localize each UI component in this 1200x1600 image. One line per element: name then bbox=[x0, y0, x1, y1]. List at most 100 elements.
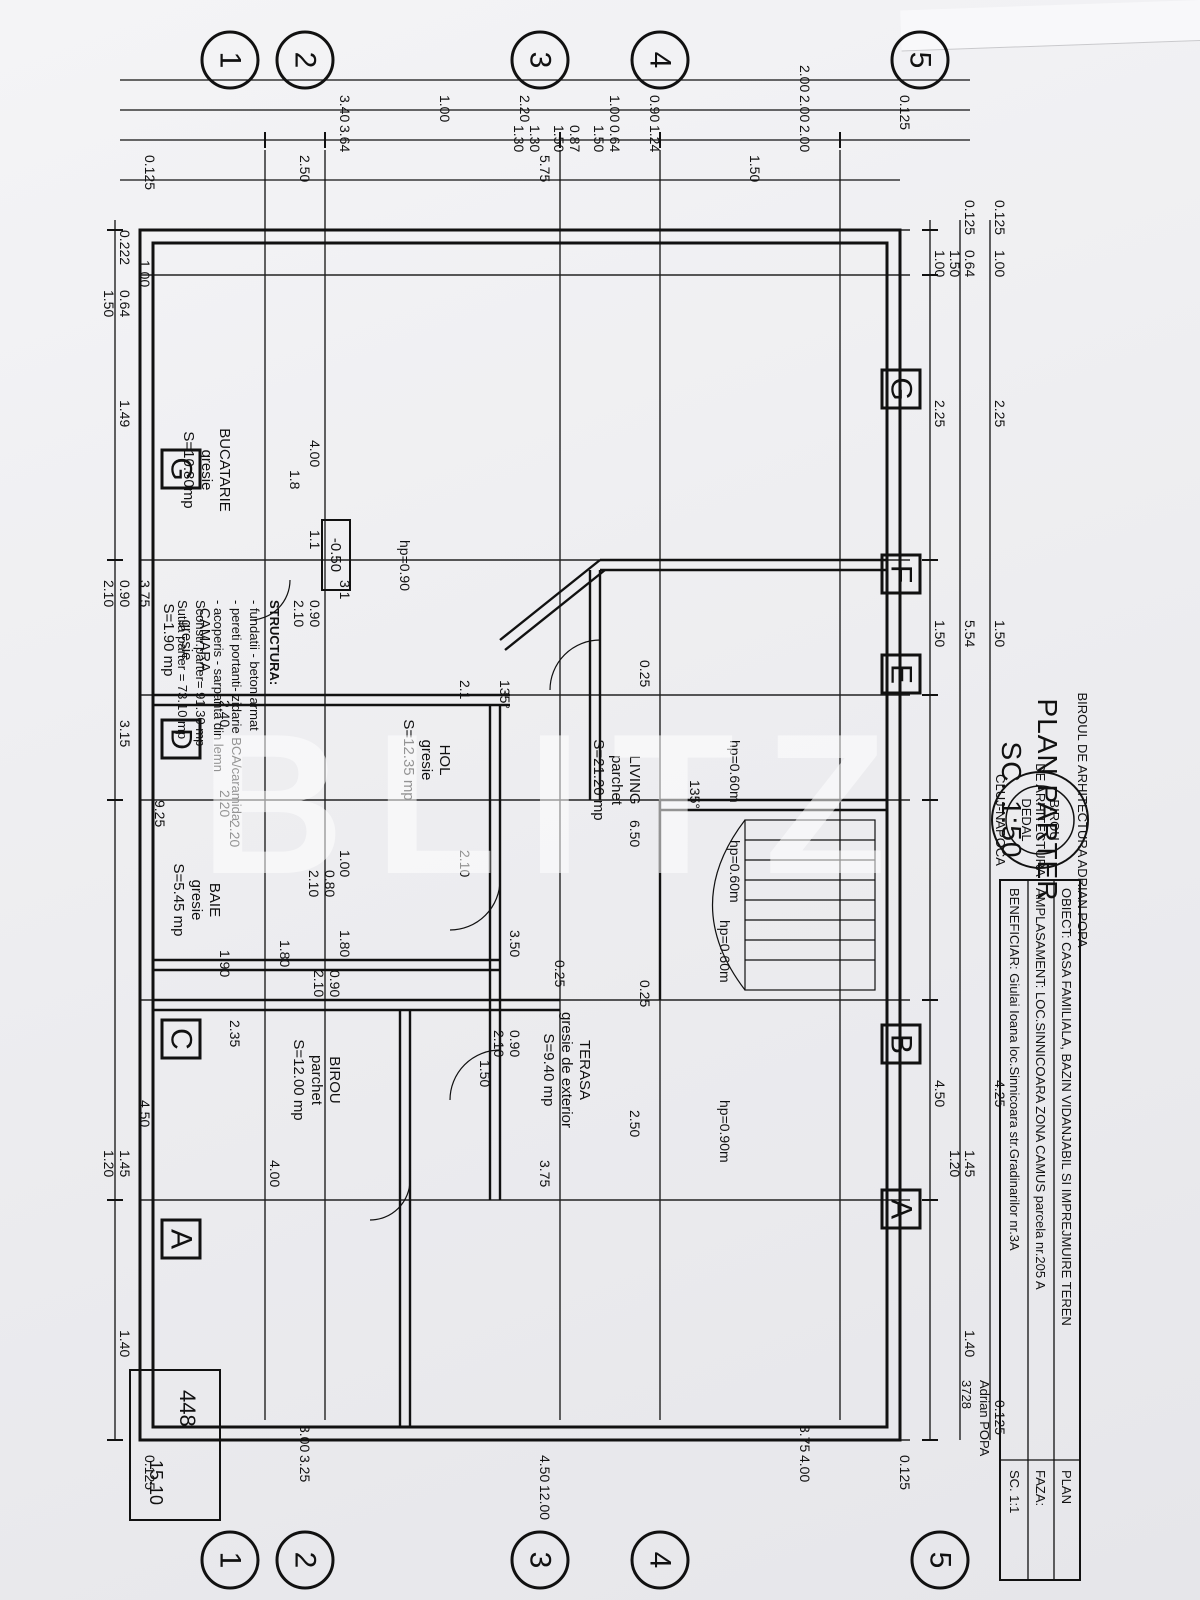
dim-left-10: 0.87 bbox=[567, 125, 583, 152]
dim-inner-29: 135° bbox=[497, 680, 513, 709]
axis-bubble-1-left: 1 bbox=[214, 52, 247, 69]
dim-inner-17: 2.35 bbox=[227, 1020, 243, 1047]
dim-inner-32: hp=0.60m bbox=[727, 740, 743, 803]
dim-top-2: 1.50 bbox=[932, 620, 948, 647]
dim-inner-5: 2.40 bbox=[217, 700, 233, 727]
dim-inner-22: 1.50 bbox=[477, 1060, 493, 1087]
dim-left-17: 3.40 bbox=[337, 95, 353, 122]
room-birou-name: BIROU bbox=[326, 1056, 343, 1104]
stairs bbox=[712, 819, 876, 991]
interior-walls bbox=[153, 558, 887, 1427]
dim-inner-15: 1.80 bbox=[277, 940, 293, 967]
room-birou-area: S=12.00 mp bbox=[290, 1039, 307, 1120]
dim-right-2: 3.75 bbox=[797, 1425, 813, 1452]
title-block: OBIECT: CASA FAMILIALA, BAZIN VIDANJABIL… bbox=[959, 879, 1081, 1581]
structure-item-3: Sconstr.parter= 91.30 mp bbox=[193, 600, 208, 746]
dim-inner-21: 2.10 bbox=[491, 1030, 507, 1057]
titleblock-faza: FAZA: bbox=[1033, 1470, 1048, 1506]
titleblock-plan: PLAN bbox=[1059, 1470, 1074, 1504]
dim-left-7: 1.00 bbox=[607, 95, 623, 122]
stamp-ring-text: BIROUL DE ARHITECTURA ADRIAN POPA bbox=[1075, 693, 1090, 948]
architect-stamp: BIROUL DE ARHITECTURA ADRIAN POPA BIROU … bbox=[991, 693, 1090, 948]
room-baie-name: BAIE bbox=[206, 883, 223, 917]
dim-inner-35: hp=0.90m bbox=[717, 1100, 733, 1163]
dimension-labels-top: 1.00 2.25 1.50 4.50 0.125 0.64 1.50 5.54… bbox=[932, 200, 1008, 1435]
axis-letter-g-bottom: G bbox=[885, 377, 918, 400]
room-labels: BUCATARIE gresie S=10.80mp CAMARA gresie… bbox=[160, 428, 643, 1128]
dim-top-5: 0.64 bbox=[962, 250, 978, 277]
dim-top-7: 5.54 bbox=[962, 620, 978, 647]
axis-bubble-1-right: 1 bbox=[214, 1552, 247, 1569]
dim-left-13: 1.30 bbox=[527, 125, 543, 152]
room-living-floor: parchet bbox=[608, 755, 625, 806]
dim-inner-0: 4.00 bbox=[307, 440, 323, 467]
dim-right-4: 4.50 bbox=[537, 1455, 553, 1482]
dim-inner-34: hp=0.60m bbox=[717, 920, 733, 983]
dim-inner-24: 2.50 bbox=[627, 1110, 643, 1137]
axis-bubble-2-left: 2 bbox=[289, 52, 322, 69]
level-marker: -0.50 bbox=[327, 538, 344, 572]
approval-stamp: 448 15.10 bbox=[129, 1369, 221, 1521]
room-terasa-name: TERASA bbox=[576, 1040, 593, 1100]
dim-right-6: 3.00 bbox=[297, 1425, 313, 1452]
room-baie-floor: gresie bbox=[188, 880, 205, 921]
titleblock-sc: SC. 1:1 bbox=[1007, 1470, 1022, 1513]
dim-inner-8: 1.00 bbox=[337, 850, 353, 877]
stamp-center-2: DEDAL bbox=[1019, 798, 1034, 841]
dim-right-1: 4.00 bbox=[797, 1455, 813, 1482]
axis-letter-e-bottom: E bbox=[885, 664, 918, 684]
dim-bottom-6: 3.15 bbox=[117, 720, 133, 747]
stamp-center-0: BIROU bbox=[1047, 799, 1062, 840]
dim-top-11: 0.125 bbox=[992, 200, 1008, 235]
structure-item-1: - pereti portanti- zidarie BCA/caramida bbox=[229, 600, 244, 822]
dim-top-1: 2.25 bbox=[932, 400, 948, 427]
dim-bottom-13: 9.25 bbox=[152, 800, 168, 827]
room-bucatarie-floor: gresie bbox=[198, 450, 215, 491]
dimension-ticks bbox=[107, 132, 938, 1441]
dim-inner-3: 0.90 bbox=[307, 600, 323, 627]
dim-bottom-8: 1.20 bbox=[101, 1150, 117, 1177]
axis-lines bbox=[140, 150, 910, 1441]
axis-letter-b-bottom: B bbox=[885, 1034, 918, 1054]
dim-top-0: 1.00 bbox=[932, 250, 948, 277]
dimension-labels-inner: 4.00 1.8 1.1 0.90 2.10 2.40 2.20 2.20 1.… bbox=[217, 440, 743, 1187]
dim-inner-16: 1.90 bbox=[217, 950, 233, 977]
dim-top-14: 1.50 bbox=[992, 620, 1008, 647]
axis-bubble-3-left: 3 bbox=[524, 52, 557, 69]
exterior-walls bbox=[138, 228, 902, 1442]
dim-left-15: 2.20 bbox=[517, 95, 533, 122]
dim-left-20: 0.125 bbox=[142, 155, 158, 190]
room-birou-floor: parchet bbox=[308, 1055, 325, 1106]
axis-bubble-3-right: 3 bbox=[524, 1552, 557, 1569]
dim-inner-6: 2.20 bbox=[217, 790, 233, 817]
axis-letter-c-top: C bbox=[165, 1028, 198, 1050]
titleblock-obiect: OBIECT: CASA FAMILIALA, BAZIN VIDANJABIL… bbox=[1059, 888, 1074, 1326]
dim-top-10: 1.40 bbox=[962, 1330, 978, 1357]
structure-item-4: Sutila parter = 73.10 mp bbox=[175, 600, 190, 739]
dim-left-14: 1.30 bbox=[511, 125, 527, 152]
dim-left-16: 1.00 bbox=[437, 95, 453, 122]
dimension-labels-left: 0.125 2.00 2.00 1.50 2.00 1.24 0.90 1.00… bbox=[142, 65, 913, 190]
dim-inner-12: 1.80 bbox=[337, 930, 353, 957]
dim-left-6: 0.90 bbox=[647, 95, 663, 122]
floor-plan-drawing: PLAN PARTER SC. 1:50 bbox=[101, 30, 1090, 1590]
stamp-center-1: DE ARHITECTURA bbox=[1033, 763, 1048, 877]
axis-bubble-2-right: 2 bbox=[289, 1552, 322, 1569]
dim-inner-19: 3.50 bbox=[507, 930, 523, 957]
axis-letter-a-top: A bbox=[165, 1229, 198, 1249]
room-bucatarie-name: BUCATARIE bbox=[216, 428, 233, 512]
dim-bottom-5: 2.10 bbox=[101, 580, 117, 607]
dim-bottom-12: 4.50 bbox=[137, 1100, 153, 1127]
dim-inner-25: 6.50 bbox=[627, 820, 643, 847]
dim-inner-4: 2.10 bbox=[291, 600, 307, 627]
dim-inner-28: 0.25 bbox=[552, 960, 568, 987]
titleblock-signer: Adrian POPA bbox=[977, 1380, 992, 1457]
dim-right-5: 3.25 bbox=[297, 1455, 313, 1482]
dim-left-0: 0.125 bbox=[897, 95, 913, 130]
dim-inner-23: 3.75 bbox=[537, 1160, 553, 1187]
dim-inner-1: 1.8 bbox=[287, 470, 303, 490]
dim-left-11: 1.50 bbox=[551, 125, 567, 152]
room-terasa-area: S=9.40 mp bbox=[540, 1034, 557, 1107]
axis-bubble-5-left: 5 bbox=[904, 52, 937, 69]
dim-inner-20: 0.90 bbox=[507, 1030, 523, 1057]
